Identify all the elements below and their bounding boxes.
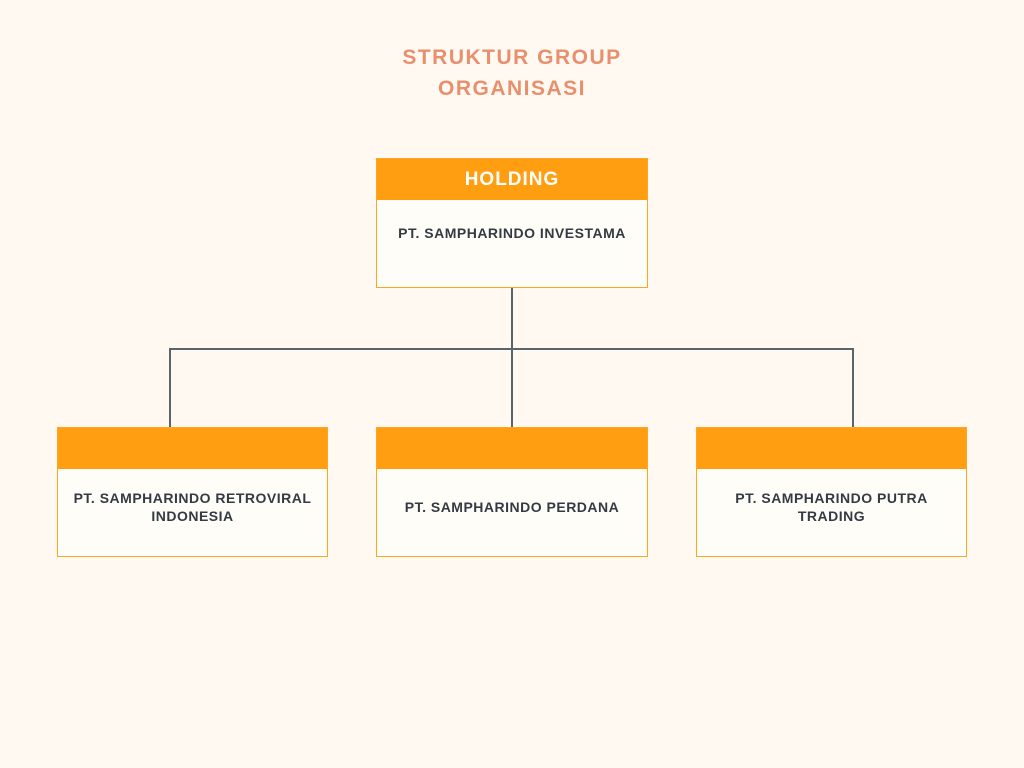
- org-box-subsidiary-perdana: PT. SAMPHARINDO PERDANA: [376, 427, 648, 557]
- connector-middle-vertical: [511, 348, 513, 428]
- page-title: STRUKTUR GROUP ORGANISASI: [402, 46, 622, 100]
- holding-company-name: PT. SAMPHARINDO INVESTAMA: [398, 224, 626, 241]
- org-box-subsidiary-perdana-header: [377, 428, 647, 469]
- org-box-holding-header: HOLDING: [377, 159, 647, 200]
- connector-left-vertical: [169, 348, 171, 428]
- holding-header-label: HOLDING: [464, 168, 560, 190]
- org-box-subsidiary-retroviral: PT. SAMPHARINDO RETROVIRAL INDONESIA: [57, 427, 328, 557]
- org-box-subsidiary-putra-trading-body: PT. SAMPHARINDO PUTRA TRADING: [697, 469, 966, 556]
- connector-right-vertical: [852, 348, 854, 428]
- org-box-subsidiary-putra-trading: PT. SAMPHARINDO PUTRA TRADING: [696, 427, 967, 557]
- subsidiary-perdana-company-name: PT. SAMPHARINDO PERDANA: [404, 498, 620, 515]
- org-box-subsidiary-retroviral-header: [58, 428, 327, 469]
- org-box-subsidiary-perdana-body: PT. SAMPHARINDO PERDANA: [377, 469, 647, 556]
- org-box-holding: HOLDING PT. SAMPHARINDO INVESTAMA: [376, 158, 648, 288]
- connector-root-vertical: [511, 288, 513, 349]
- subsidiary-putra-trading-company-name: PT. SAMPHARINDO PUTRA TRADING: [735, 489, 928, 524]
- subsidiary-retroviral-company-name: PT. SAMPHARINDO RETROVIRAL INDONESIA: [73, 489, 312, 524]
- org-box-subsidiary-putra-trading-header: [697, 428, 966, 469]
- org-box-holding-body: PT. SAMPHARINDO INVESTAMA: [377, 200, 647, 287]
- org-box-subsidiary-retroviral-body: PT. SAMPHARINDO RETROVIRAL INDONESIA: [58, 469, 327, 556]
